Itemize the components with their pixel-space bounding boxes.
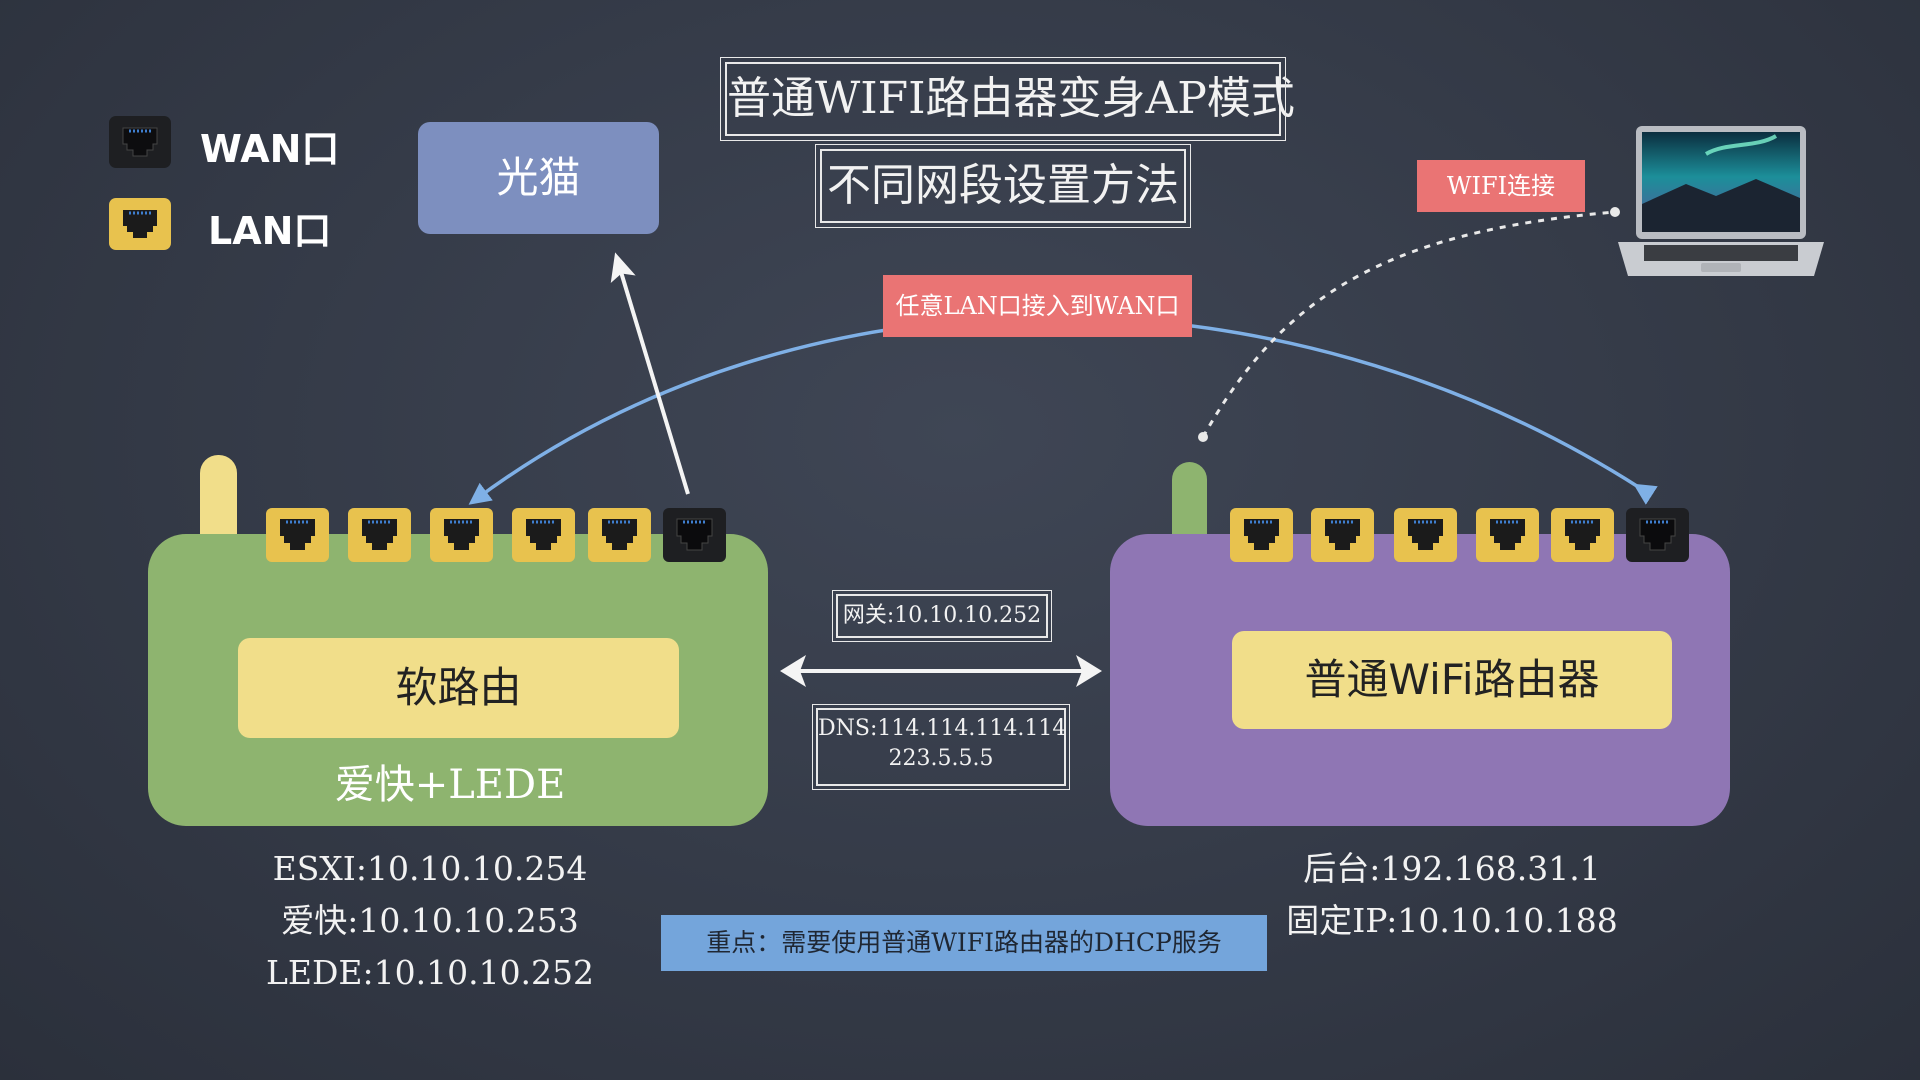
- soft-router-label: 软路由: [238, 638, 679, 738]
- lede-ip: LEDE:10.10.10.252: [265, 953, 595, 992]
- wifi-router-lan-port: [1476, 508, 1539, 562]
- soft-router-lan-port: [348, 508, 411, 562]
- soft-router-lan-port: [430, 508, 493, 562]
- ethernet-port-icon: [444, 519, 479, 550]
- wifi-router-lan-port: [1311, 508, 1374, 562]
- wan-to-modem-arrow: [610, 252, 690, 495]
- key-point-banner: 重点：需要使用普通WIFI路由器的DHCP服务: [661, 915, 1267, 971]
- wifi-dotted-link: [1201, 210, 1616, 438]
- soft-router-lan-port: [588, 508, 651, 562]
- ethernet-port-icon: [123, 210, 157, 238]
- wan-legend-label: WAN口: [200, 127, 340, 171]
- ethernet-port-icon: [1325, 519, 1360, 550]
- ethernet-port-icon: [280, 519, 315, 550]
- admin-ip: 后台:192.168.31.1: [1303, 849, 1601, 888]
- ethernet-port-icon: [1408, 519, 1443, 550]
- ethernet-port-icon: [362, 519, 397, 550]
- ethernet-port-icon: [676, 518, 713, 551]
- lan-to-wan-tag: 任意LAN口接入到WAN口: [883, 275, 1192, 337]
- soft-router-wan-port: [663, 508, 726, 562]
- ethernet-port-icon: [1490, 519, 1525, 550]
- laptop-icon: [1618, 126, 1824, 276]
- wifi-router-lan-port: [1551, 508, 1614, 562]
- wan-legend-icon: [109, 116, 171, 168]
- ethernet-port-icon: [1244, 519, 1279, 550]
- soft-router-ip-list: ESXI:10.10.10.254 爱快:10.10.10.253 LEDE:1…: [230, 843, 630, 999]
- wifi-router-wan-port: [1626, 508, 1689, 562]
- dns-secondary: 223.5.5.5: [888, 746, 994, 771]
- gateway-box: 网关:10.10.10.252: [832, 590, 1052, 642]
- dns-primary: DNS:114.114.114.114: [818, 716, 1067, 741]
- ethernet-port-icon: [526, 519, 561, 550]
- wifi-router-label: 普通WiFi路由器: [1232, 631, 1672, 729]
- ethernet-port-icon: [1639, 518, 1676, 551]
- soft-router-lan-port: [266, 508, 329, 562]
- wifi-connect-tag: WIFI连接: [1417, 160, 1585, 212]
- fixed-ip: 固定IP:10.10.10.188: [1286, 901, 1618, 940]
- dns-box: DNS:114.114.114.114 223.5.5.5: [812, 704, 1070, 790]
- wifi-router-ip-list: 后台:192.168.31.1 固定IP:10.10.10.188: [1252, 843, 1652, 947]
- soft-router-lan-port: [512, 508, 575, 562]
- wifi-router-lan-port: [1394, 508, 1457, 562]
- lan-legend-label: LAN口: [208, 209, 332, 253]
- ikuai-ip: 爱快:10.10.10.253: [281, 901, 579, 940]
- lan-to-wan-arc: [468, 315, 1658, 505]
- esxi-ip: ESXI:10.10.10.254: [272, 849, 588, 888]
- lan-legend-icon: [109, 198, 171, 250]
- optical-modem-box: 光猫: [418, 122, 659, 234]
- title-line-2: 不同网段设置方法: [815, 144, 1191, 228]
- soft-router-sub-label: 爱快+LEDE: [334, 762, 566, 808]
- ethernet-port-icon: [602, 519, 637, 550]
- wifi-router-lan-port: [1230, 508, 1293, 562]
- laptop: [1616, 124, 1826, 280]
- ethernet-port-icon: [122, 127, 158, 157]
- ethernet-port-icon: [1565, 519, 1600, 550]
- title-line-1: 普通WIFI路由器变身AP模式: [720, 57, 1295, 141]
